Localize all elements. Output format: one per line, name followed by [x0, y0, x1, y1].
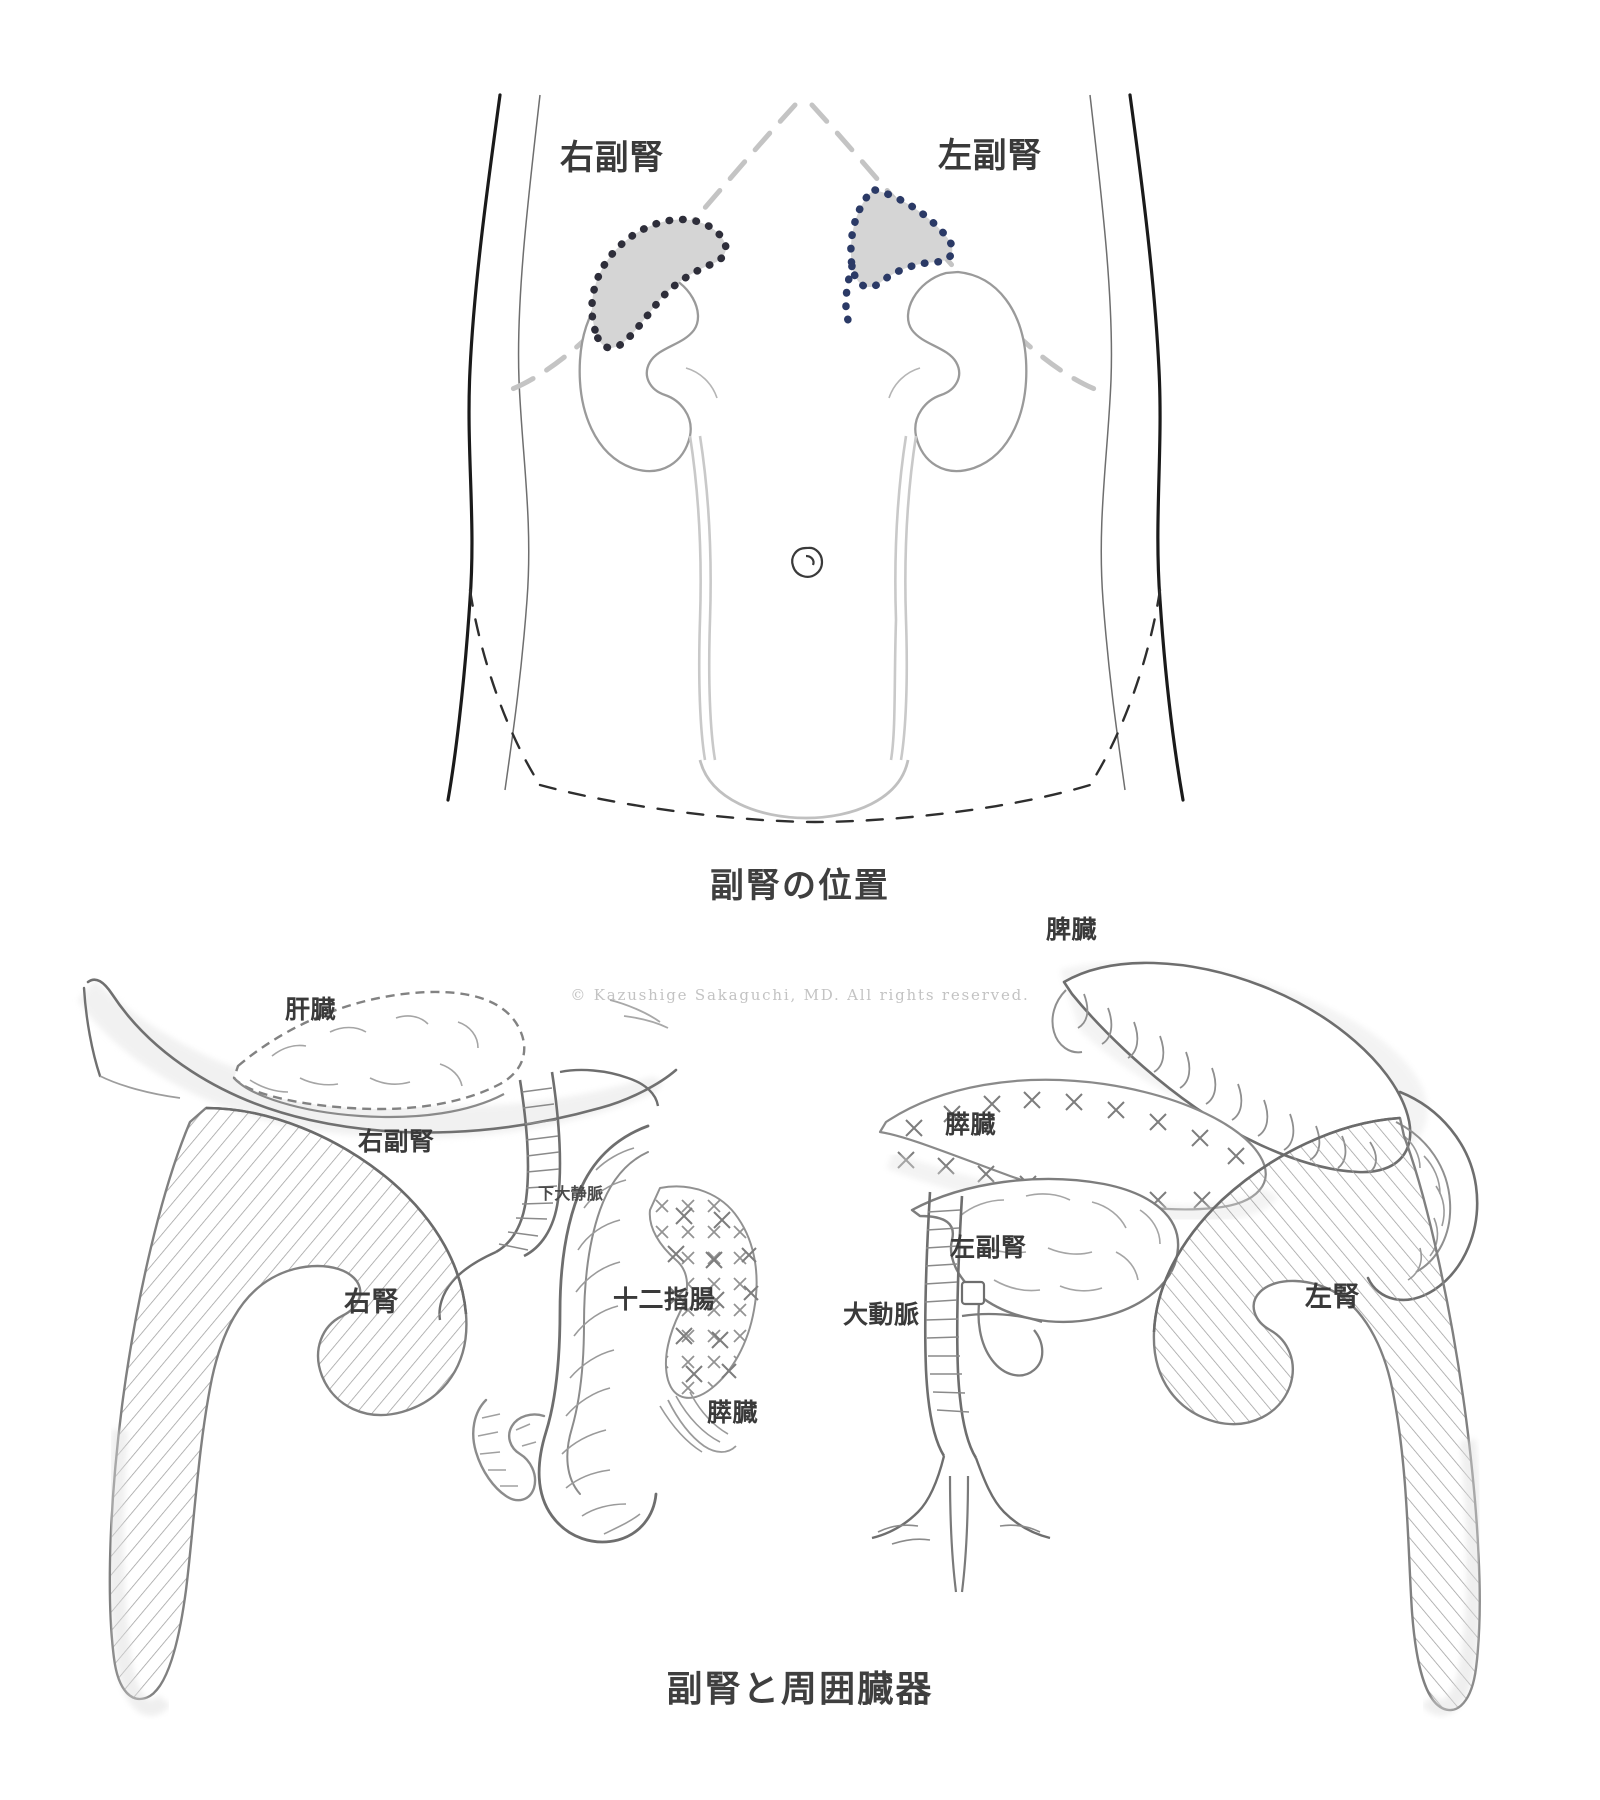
left-kidney-shadow	[1421, 1439, 1483, 1716]
adrenal-location-illustration	[446, 93, 1185, 824]
body-outline-right	[1128, 93, 1185, 802]
left-renal-artery	[961, 1312, 1043, 1324]
lumbar-vessels	[877, 1524, 1041, 1545]
pelvic-inlet-dashed	[538, 783, 1092, 824]
liver-outline	[86, 978, 678, 1134]
rib-margin-left-dashed	[507, 102, 798, 393]
right-adrenal-gland-shape	[232, 990, 526, 1111]
right-kidney-shape	[108, 1106, 468, 1701]
pancreas-left-panel-shape	[648, 1185, 758, 1399]
small-bowel-loop-folds	[477, 1413, 537, 1487]
common-iliac-left	[948, 1475, 958, 1593]
inferior-vena-cava	[495, 1079, 530, 1254]
label-left-kidney: 左腎	[1305, 1282, 1361, 1313]
left-adrenal-lower-lobe	[977, 1295, 1044, 1377]
left-adrenal-gland-dotted-outline	[847, 185, 957, 291]
spleen-notch-detail	[1051, 989, 1083, 1054]
right-ureter-inner	[698, 435, 717, 761]
body-outline-left	[446, 93, 502, 802]
pelvic-brim-left-dashed	[468, 588, 542, 787]
aorta-vessel	[923, 1191, 946, 1457]
label-spleen: 脾臓	[1046, 915, 1098, 944]
label-inferior-vena-cava: 下大静脈	[538, 1184, 604, 1203]
duodenum-plicae	[561, 1147, 641, 1535]
pelvic-brim-right-dashed	[1088, 588, 1162, 787]
label-pancreas-right-panel: 膵臓	[945, 1110, 997, 1139]
aorta-wall-right	[955, 1195, 978, 1459]
label-right-kidney: 右腎	[344, 1287, 400, 1318]
waist-contour-right	[1089, 94, 1126, 791]
copyright-notice: © Kazushige Sakaguchi, MD. All rights re…	[570, 986, 1030, 1004]
pancreas-left-panel-x-marks	[667, 1207, 759, 1383]
right-kidney-hilum-detail	[685, 367, 718, 399]
urinary-bladder	[698, 759, 910, 820]
right-ureter	[688, 435, 707, 761]
inferior-vena-cava-valves	[498, 1087, 560, 1251]
left-kidney-hilum-detail	[888, 367, 921, 399]
pancreas-tail-sketch	[659, 1391, 729, 1453]
hepatic-vein-branch	[559, 1068, 660, 1107]
right-adrenal-lower-contour	[233, 1077, 505, 1119]
figure-adrenal-and-surrounding-organs: 肝臓 右副腎 下大静脈 右腎 十二指腸 膵臓 脾臓 膵臓 左副腎 大動脈 左腎	[0, 915, 1600, 1800]
small-bowel-loop	[472, 1398, 546, 1502]
adrenal-vein-marker	[960, 1280, 986, 1306]
common-iliac-right	[960, 1475, 970, 1593]
label-left-adrenal-bottom: 左副腎	[950, 1233, 1027, 1262]
rib-margin-right-dashed	[809, 102, 1100, 393]
adrenal-surrounding-organs-illustration	[78, 961, 1483, 1716]
liver-edge-detail	[99, 1075, 181, 1099]
aortic-bifurcation	[871, 1455, 946, 1540]
right-kidney-shadow	[108, 1429, 171, 1716]
right-adrenal-gland-dotted-outline	[588, 215, 730, 352]
label-left-adrenal-top: 左副腎	[938, 136, 1043, 176]
label-aorta: 大動脈	[843, 1300, 920, 1329]
label-liver: 肝臓	[285, 995, 337, 1024]
label-pancreas-left-panel: 膵臓	[707, 1398, 759, 1427]
aorta-markings	[924, 1209, 970, 1413]
left-kidney-outline-edge	[1152, 1116, 1401, 1333]
label-right-adrenal-top: 右副腎	[560, 138, 665, 178]
figure-adrenal-location: 右副腎 左副腎	[446, 93, 1185, 824]
right-adrenal-gland-fill	[591, 219, 726, 348]
right-adrenal-texture	[249, 1015, 479, 1093]
right-kidney-outline-edge	[205, 1106, 468, 1315]
left-ureter	[899, 435, 918, 761]
inferior-vena-cava-wall	[523, 1071, 562, 1258]
caption-adrenal-and-surrounding-organs: 副腎と周囲臓器	[666, 1669, 934, 1710]
label-right-adrenal-bottom: 右副腎	[358, 1127, 435, 1156]
waist-contour-left	[504, 94, 541, 791]
left-kidney-outline	[906, 270, 1028, 473]
liver-lower-edge	[82, 986, 102, 1078]
left-adrenal-gland-lower-dots	[842, 262, 856, 324]
umbilicus	[791, 546, 824, 578]
duodenum-outline	[537, 1124, 658, 1544]
left-adrenal-texture	[959, 1193, 1161, 1292]
caption-adrenal-location: 副腎の位置	[709, 866, 891, 906]
left-ureter-inner	[889, 435, 908, 761]
liver-fissure-detail	[609, 999, 669, 1029]
label-duodenum: 十二指腸	[613, 1285, 716, 1314]
aortic-bifurcation-right	[974, 1457, 1051, 1540]
liver-shadow	[78, 980, 662, 1139]
pancreas-duct-detail	[667, 1399, 737, 1453]
